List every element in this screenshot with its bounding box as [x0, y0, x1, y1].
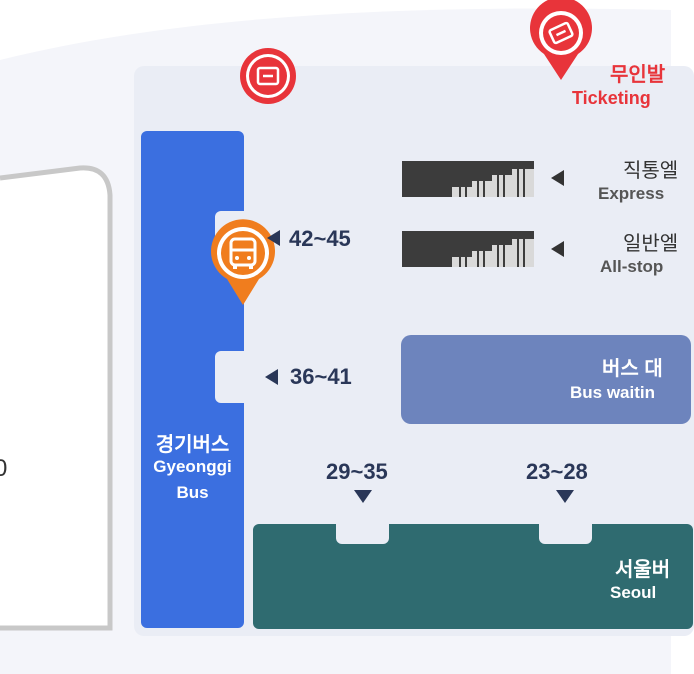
express-label-ko: 직통엘 [623, 160, 679, 182]
ticketing-label-en: Ticketing [572, 88, 651, 108]
seoul-platform-notch [336, 524, 389, 544]
platform-23-28[interactable]: 23~28 [526, 459, 588, 484]
platform-notch-36-41 [215, 351, 255, 403]
platform-42-45[interactable]: 42~45 [289, 226, 351, 251]
allstop-label-ko: 일반엘 [623, 233, 679, 255]
arrow-left-icon [551, 170, 564, 186]
express-escalator-icon [402, 161, 534, 197]
waiting-area-label-en: Bus waitin [570, 383, 656, 402]
ticketing-marker-icon[interactable] [528, 0, 594, 82]
seoul-bus-label-en: Seoul [610, 583, 657, 602]
allstop-escalator-icon [402, 231, 534, 267]
gyeonggi-bus-label-en-2: Bus [176, 483, 209, 502]
ticketing-label-ko: 무인발 [610, 64, 666, 86]
left-partial-text: 0 [0, 455, 8, 482]
arrow-left-icon [265, 369, 278, 385]
platform-29-35[interactable]: 29~35 [326, 459, 388, 484]
gyeonggi-bus-label-ko: 경기버스 [155, 434, 230, 456]
allstop-label-en: All-stop [600, 257, 664, 276]
gyeonggi-bus-label-en-1: Gyeonggi [153, 457, 232, 476]
bus-marker-icon[interactable] [209, 219, 277, 307]
arrow-down-icon [354, 490, 372, 503]
arrow-left-icon [267, 230, 280, 246]
platform-36-41[interactable]: 36~41 [290, 364, 352, 389]
arrow-left-icon [551, 241, 564, 257]
seoul-bus-platform[interactable] [253, 524, 693, 629]
bus-waiting-area[interactable] [401, 335, 691, 424]
waiting-area-label-ko: 버스 대 [602, 358, 663, 380]
seoul-platform-notch [539, 524, 592, 544]
seoul-bus-label-ko: 서울버 [615, 559, 671, 581]
express-label-en: Express [598, 184, 665, 203]
arrow-down-icon [556, 490, 574, 503]
ticket-icon[interactable] [239, 47, 297, 105]
